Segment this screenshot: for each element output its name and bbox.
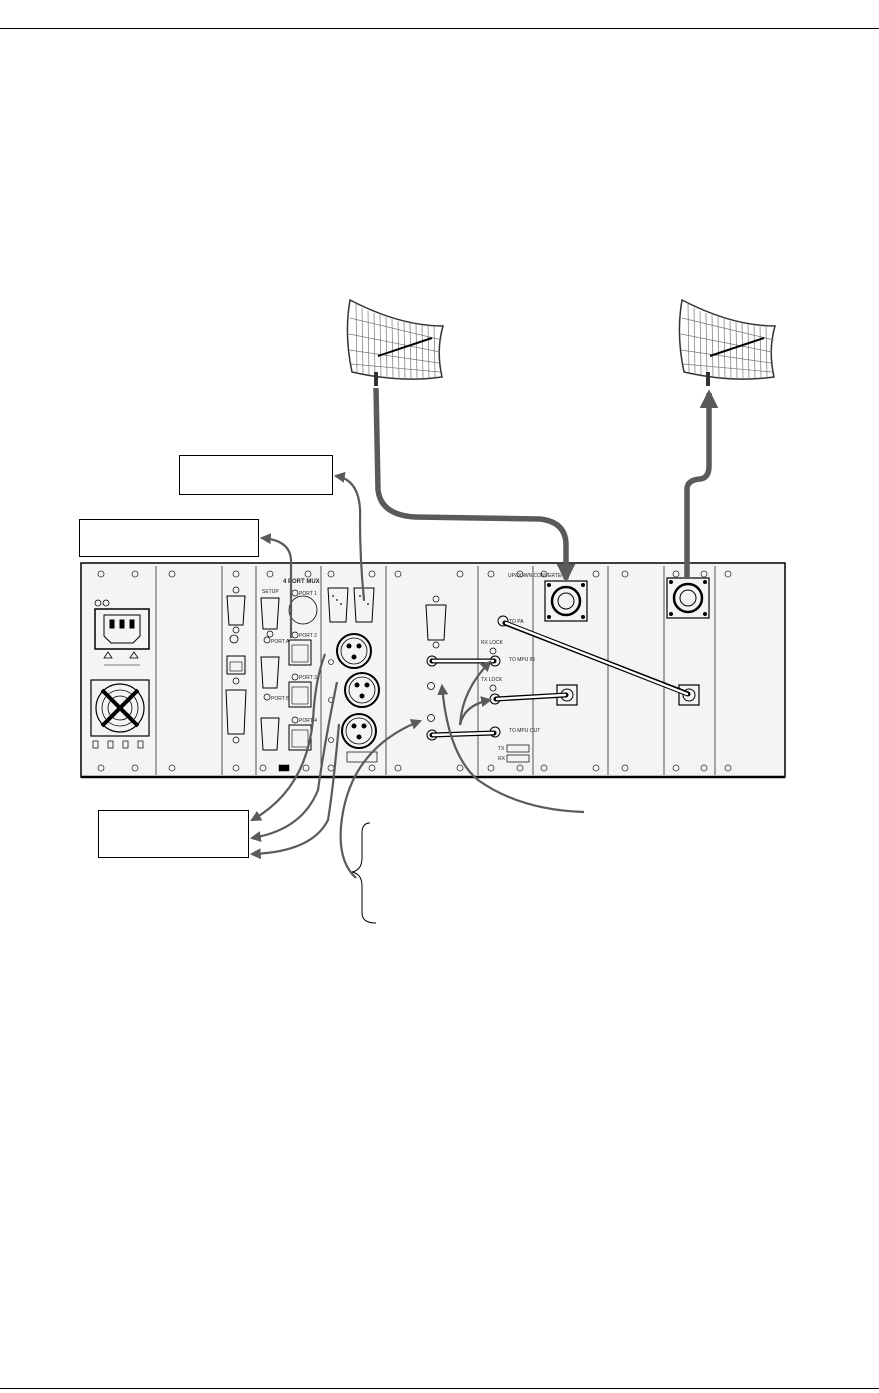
mux-port-2-label: PORT 2	[299, 633, 317, 639]
converter-tx-label: TX	[498, 746, 505, 752]
mux-port-4-label: PORT 4	[299, 718, 317, 724]
mux-port-3-label: PORT 3	[299, 675, 317, 681]
header-rule	[0, 28, 879, 29]
audio-card-connectors	[327, 587, 380, 763]
brace-icon	[351, 822, 377, 924]
converter-rx-label: RX	[498, 756, 506, 762]
converter-to-mpu-out-label: TO MPU OUT	[509, 728, 540, 734]
antenna-left-icon	[346, 298, 444, 386]
mux-setup-label: SETUP	[262, 589, 279, 595]
mux-port-a-label: PORT A	[271, 639, 290, 645]
converter-to-mpu-in-label: TO MPU IN	[509, 657, 535, 663]
converter-card: UP/DOWN CONVERTER TO PA RX LOCK TO MPU I…	[481, 573, 565, 763]
converter-tx-lock-label: TX LOCK	[481, 677, 503, 683]
callout-box-upper	[179, 455, 333, 495]
power-inlet-icon	[94, 599, 150, 666]
rack-chassis	[80, 562, 786, 779]
converter-rx-lock-label: RX LOCK	[481, 640, 504, 646]
interface-card-connectors	[225, 586, 247, 744]
mux-port-b-label: PORT B	[271, 696, 290, 702]
signal-cables	[249, 471, 585, 879]
mux-title: 4 PORT MUX	[283, 579, 320, 585]
antenna-right-icon	[678, 298, 776, 386]
fan-icon	[90, 679, 150, 749]
converter-title: UP/DOWN CONVERTER	[508, 573, 565, 579]
footer-rule	[0, 1388, 879, 1389]
sma-bulkhead-right	[678, 684, 700, 706]
callout-box-middle	[79, 519, 259, 557]
mux-port-1-label: PORT 1	[299, 591, 317, 597]
antenna-feed-cables	[373, 387, 719, 583]
callout-box-lower	[98, 810, 249, 858]
converter-to-pa-label: TO PA	[509, 619, 524, 625]
